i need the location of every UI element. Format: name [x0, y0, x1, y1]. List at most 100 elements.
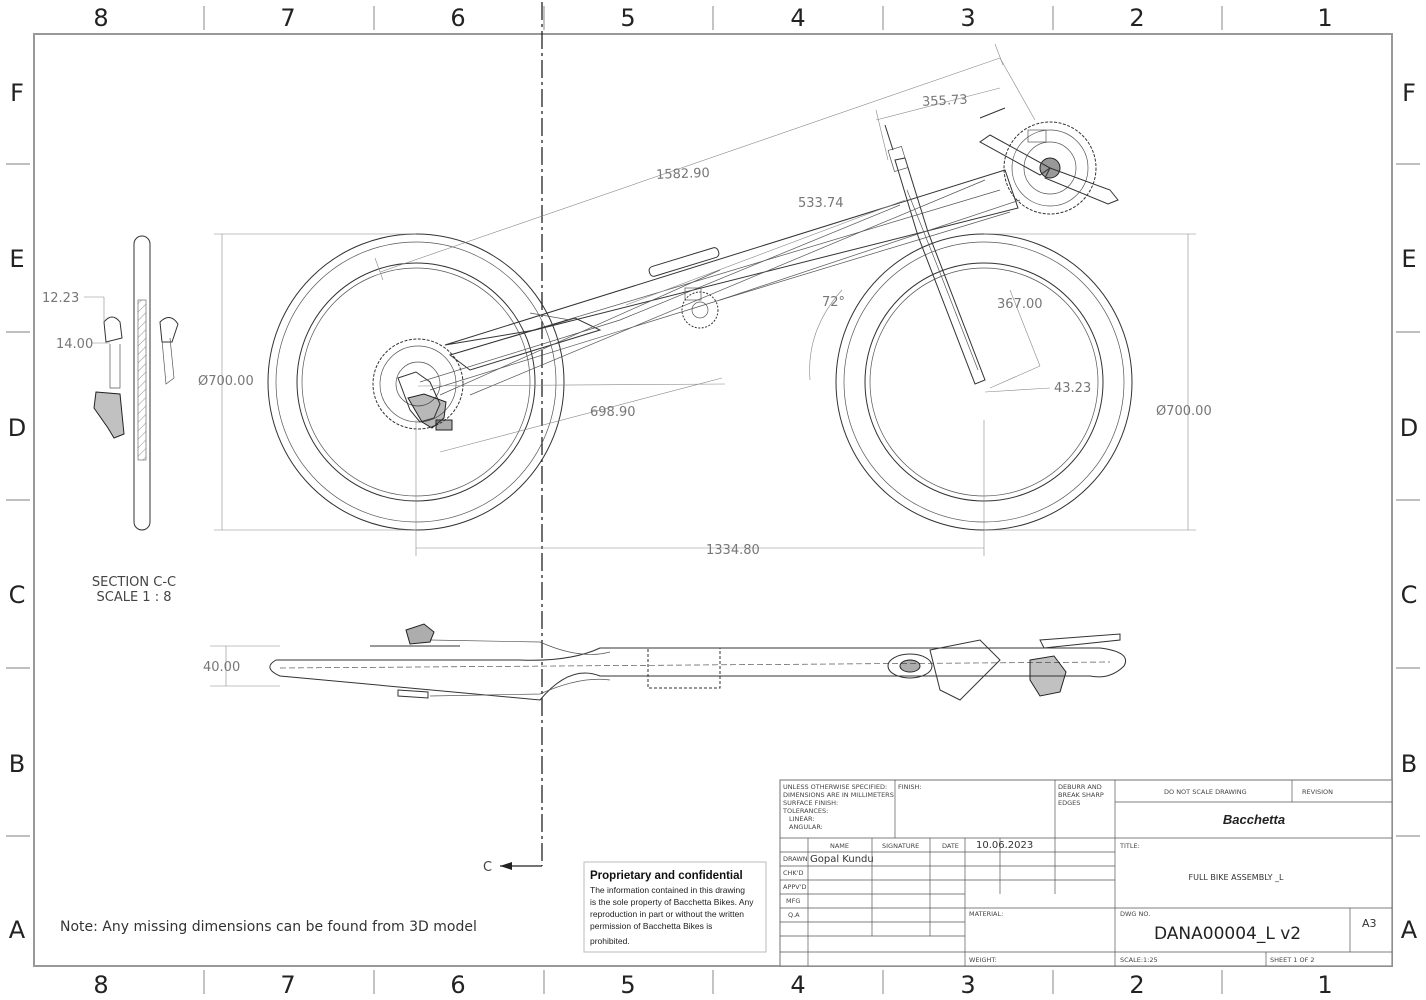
dim-1334: 1334.80	[706, 543, 760, 558]
tb-row-label: APPV'D	[783, 883, 807, 891]
tb-title-value: FULL BIKE ASSEMBLY _L	[1189, 873, 1285, 882]
row-label: C	[9, 581, 26, 609]
row-label: F	[10, 79, 24, 107]
tb-unless: SURFACE FINISH:	[783, 799, 838, 807]
title-block: UNLESS OTHERWISE SPECIFIED: DIMENSIONS A…	[779, 779, 1393, 967]
row-labels-right: F E D C B A	[1400, 79, 1418, 944]
tb-drawn-name: Gopal Kundu	[810, 854, 874, 865]
dim-1582: 1582.90	[656, 166, 710, 183]
row-label: C	[1401, 581, 1418, 609]
tb-size: A3	[1362, 917, 1377, 930]
col-label: 2	[1129, 971, 1144, 999]
section-scale: SCALE 1 : 8	[97, 590, 172, 605]
proprietary-notice: Proprietary and confidential The informa…	[583, 861, 767, 953]
proprietary-line: The information contained in this drawin…	[590, 885, 745, 895]
tb-col-name: NAME	[830, 842, 849, 850]
row-label: B	[9, 750, 25, 778]
dim-72: 72°	[822, 295, 845, 310]
row-label: D	[1400, 414, 1418, 442]
col-label: 5	[620, 4, 635, 32]
rear-cassette	[372, 338, 464, 431]
col-label: 7	[280, 4, 295, 32]
row-label: A	[1401, 916, 1418, 944]
company-logo: Bacchetta	[1223, 812, 1285, 827]
proprietary-line: is the sole property of Bacchetta Bikes.…	[590, 897, 754, 907]
tb-title-label: TITLE:	[1119, 842, 1140, 850]
col-label: 8	[93, 4, 108, 32]
drawing-border	[33, 33, 1393, 967]
proprietary-line: reproduction in part or without the writ…	[590, 909, 744, 919]
row-label: E	[9, 245, 24, 273]
row-label: F	[1402, 79, 1416, 107]
col-label: 4	[790, 971, 805, 999]
col-label: 1	[1317, 4, 1332, 32]
row-labels-left: F E D C B A	[8, 79, 26, 944]
row-label: B	[1401, 750, 1417, 778]
tb-deburr: BREAK SHARP	[1058, 791, 1104, 799]
tb-weight: WEIGHT:	[969, 956, 997, 964]
section-marker: C	[483, 860, 492, 875]
bike-side-view	[267, 107, 1133, 531]
tb-dwg-no: DANA00004_L v2	[1154, 924, 1301, 944]
col-label: 3	[960, 4, 975, 32]
section-title: SECTION C-C	[92, 575, 176, 590]
column-labels-bottom: 8 7 6 5 4 3 2 1	[93, 971, 1332, 999]
bike-top-view: 40.00	[203, 623, 1126, 701]
dim-12: 12.23	[42, 291, 79, 306]
dim-43: 43.23	[1054, 381, 1091, 396]
tb-scale: SCALE:1:25	[1120, 956, 1158, 964]
col-label: 4	[790, 4, 805, 32]
dim-front-wheel: Ø700.00	[1156, 404, 1212, 419]
tb-do-not-scale: DO NOT SCALE DRAWING	[1164, 788, 1247, 796]
col-label: 5	[620, 971, 635, 999]
proprietary-title: Proprietary and confidential	[590, 870, 743, 882]
dim-355: 355.73	[922, 93, 968, 110]
frame	[419, 124, 1021, 396]
tb-dwg-no-label: DWG NO.	[1120, 910, 1150, 918]
tb-col-signature: SIGNATURE	[882, 842, 919, 850]
tb-finish: FINISH:	[898, 783, 922, 791]
col-label: 2	[1129, 4, 1144, 32]
tb-material: MATERIAL:	[969, 910, 1003, 918]
tb-deburr: DEBURR AND	[1058, 783, 1102, 791]
proprietary-line: permission of Bacchetta Bikes is	[590, 921, 712, 931]
tb-sheet: SHEET 1 OF 2	[1270, 956, 1315, 964]
tb-unless: DIMENSIONS ARE IN MILLIMETERS	[783, 791, 894, 799]
proprietary-line: prohibited.	[590, 936, 630, 946]
dim-698: 698.90	[590, 405, 636, 420]
col-label: 7	[280, 971, 295, 999]
section-cc-view: 12.23 14.00 SECTION C-C SCALE 1 : 8	[42, 235, 179, 605]
crankset	[979, 107, 1119, 215]
dim-367: 367.00	[997, 297, 1043, 312]
column-labels-top: 8 7 6 5 4 3 2 1	[93, 4, 1332, 32]
col-label: 6	[450, 971, 465, 999]
tb-row-label: Q.A	[788, 911, 800, 919]
tb-row-label: CHK'D	[783, 869, 803, 877]
dim-rear-wheel: Ø700.00	[198, 374, 254, 389]
col-label: 6	[450, 4, 465, 32]
tb-drawn-date: 10.06.2023	[976, 840, 1033, 851]
tb-revision: REVISION	[1302, 788, 1333, 796]
tb-unless: LINEAR:	[789, 815, 814, 823]
section-cut-line: C	[483, 2, 543, 875]
border-frame	[6, 6, 1420, 994]
tb-deburr: EDGES	[1058, 799, 1080, 807]
dim-533: 533.74	[798, 196, 844, 211]
col-label: 1	[1317, 971, 1332, 999]
dimension-texts: 355.73 1582.90 533.74 367.00 72° 43.23 6…	[198, 93, 1212, 558]
tb-row-label: MFG	[786, 897, 800, 905]
tb-col-date: DATE	[942, 842, 959, 850]
row-label: A	[9, 916, 26, 944]
tb-unless: ANGULAR:	[789, 823, 823, 831]
dim-14: 14.00	[56, 337, 93, 352]
drawing-note: Note: Any missing dimensions can be foun…	[60, 919, 477, 935]
dim-40: 40.00	[203, 660, 240, 675]
dimension-lines	[214, 43, 1196, 556]
tb-row-label: DRAWN	[783, 855, 808, 863]
col-label: 3	[960, 971, 975, 999]
tb-unless: UNLESS OTHERWISE SPECIFIED:	[783, 783, 887, 791]
row-label: E	[1401, 245, 1416, 273]
row-label: D	[8, 414, 26, 442]
col-label: 8	[93, 971, 108, 999]
